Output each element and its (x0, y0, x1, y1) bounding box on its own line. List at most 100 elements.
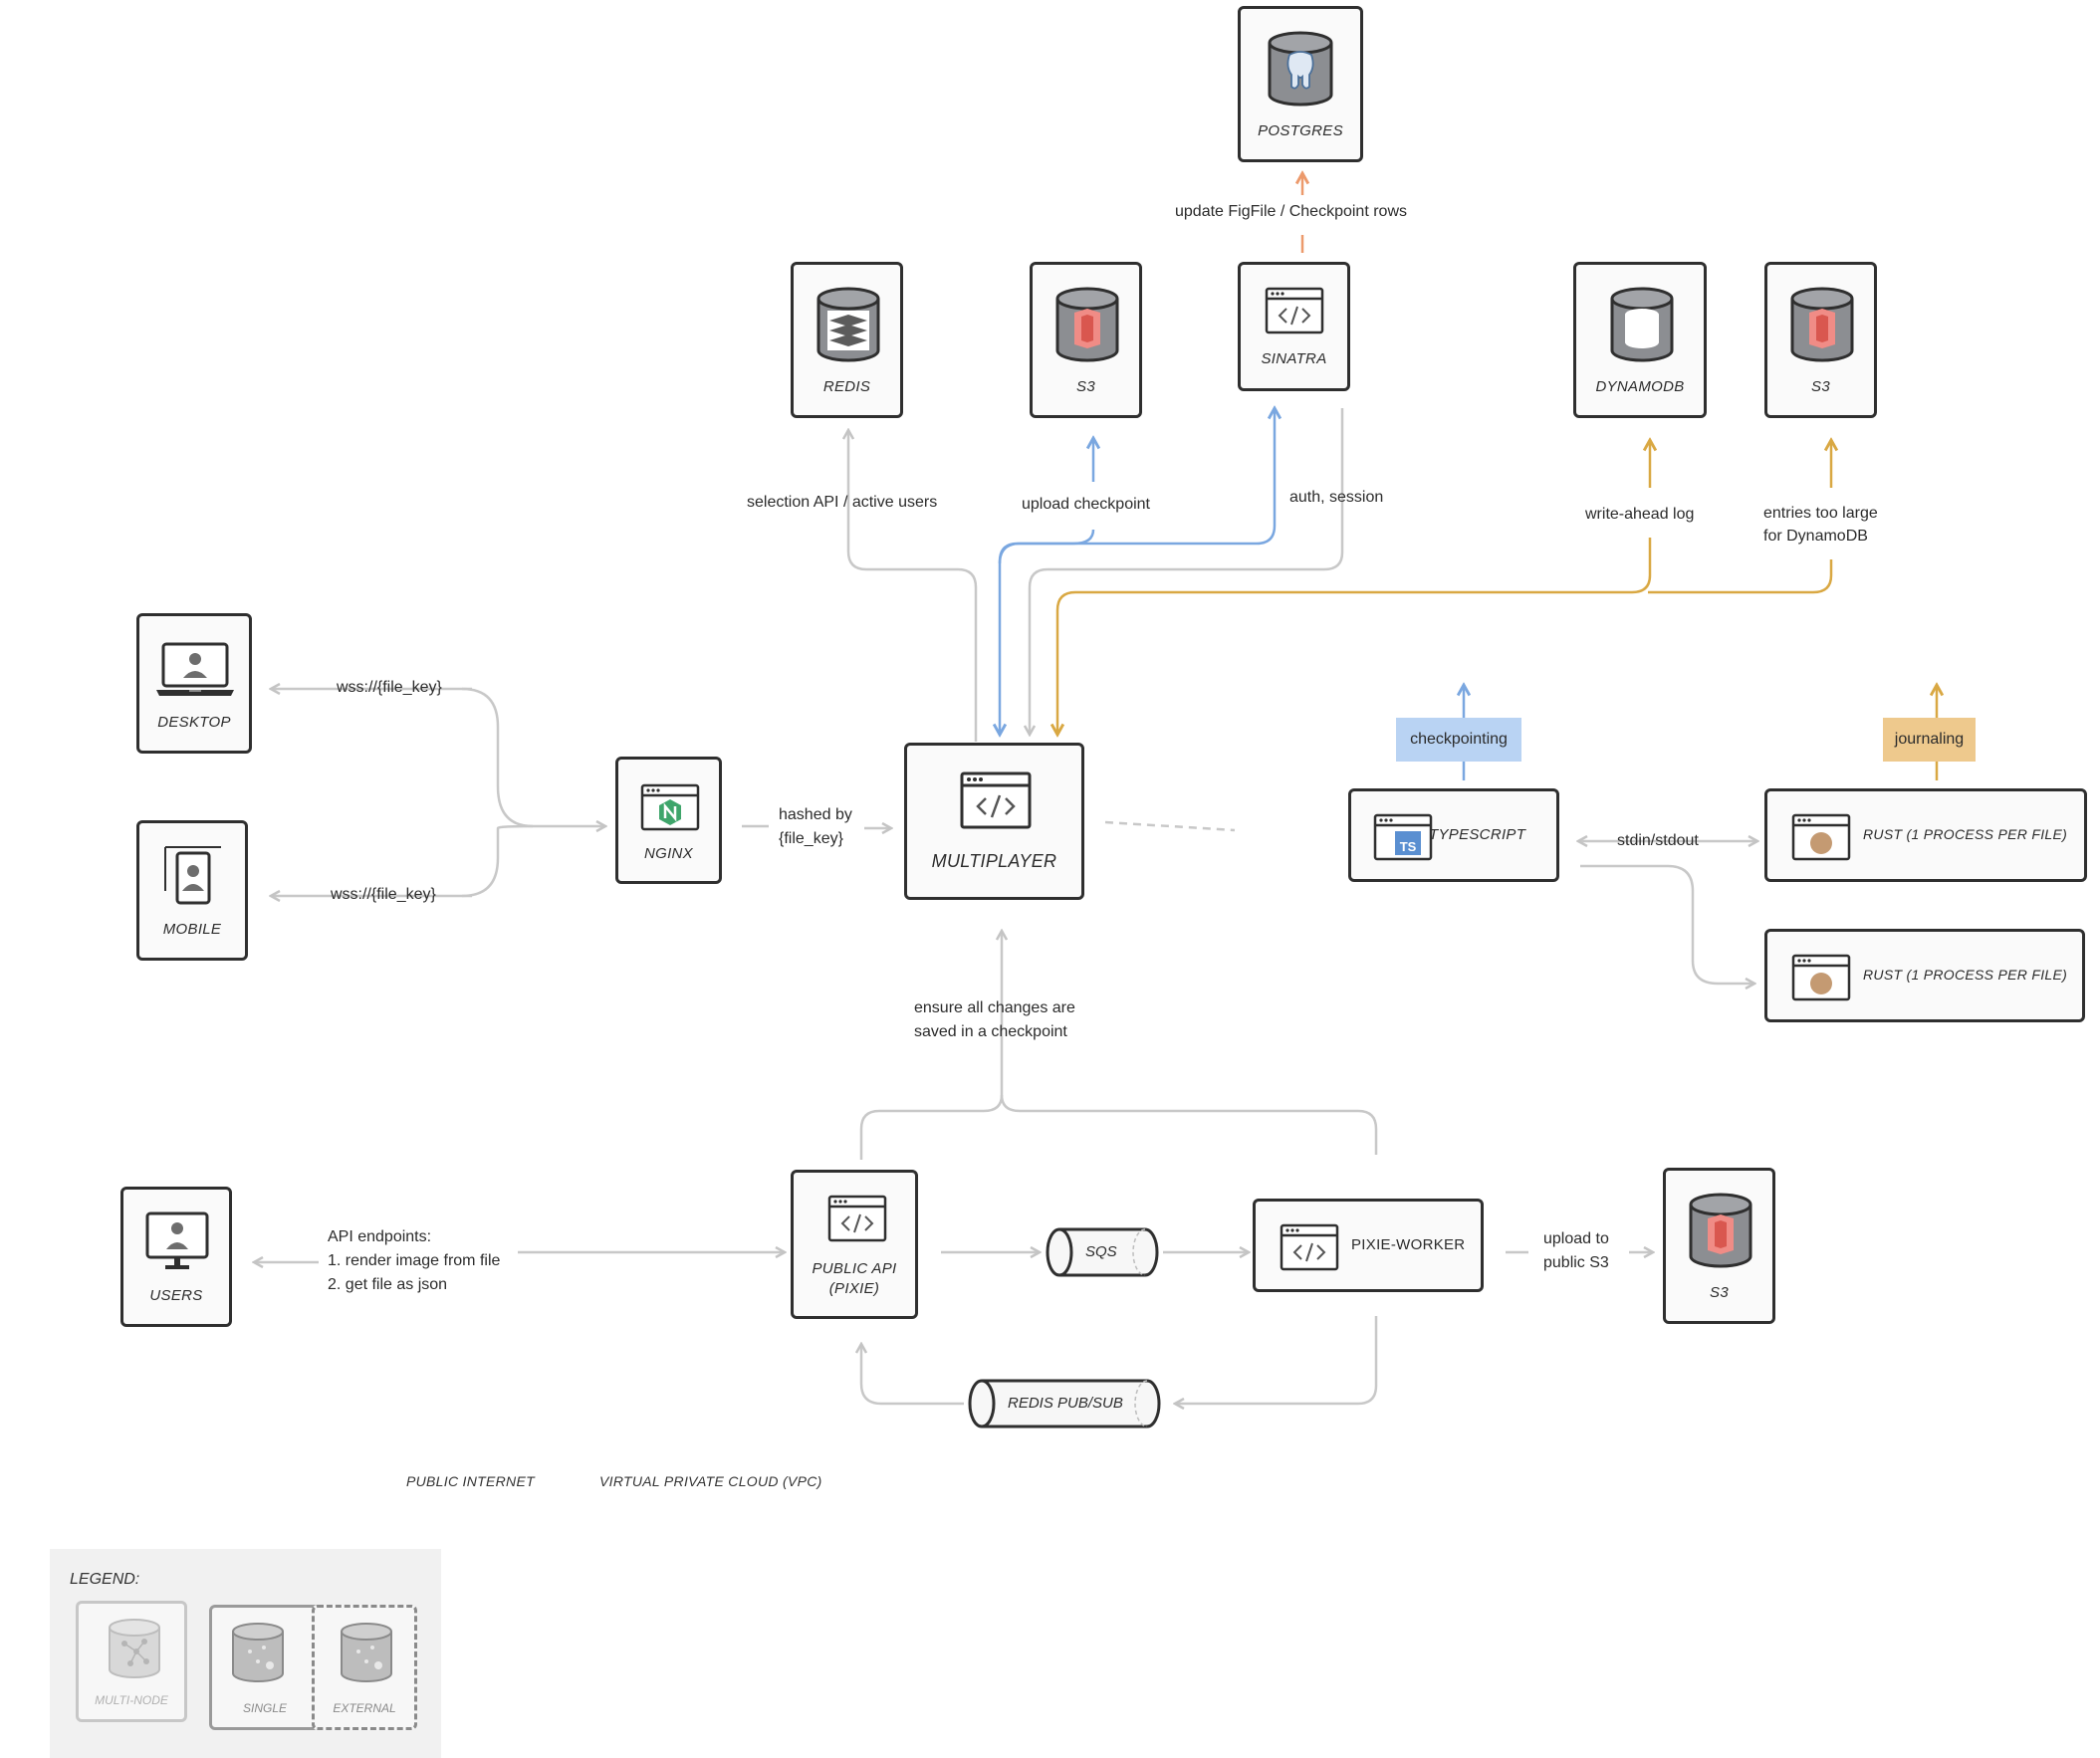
label-entries-1: entries too large (1763, 505, 1878, 522)
dynamodb-node[interactable]: DYNAMODB (1573, 262, 1707, 418)
s3-bucket-icon (1689, 1193, 1752, 1268)
desktop-node[interactable]: DESKTOP (136, 613, 252, 754)
legend: LEGEND: MULTI-NODE SINGLE EXTERNAL (50, 1549, 441, 1758)
label-ensure-1: ensure all changes are (914, 999, 1075, 1016)
s3-public-label: S3 (1710, 1284, 1729, 1301)
typescript-label: TYPESCRIPT (1429, 826, 1526, 843)
mobile-node[interactable]: MOBILE (136, 820, 248, 961)
label-api-3: 2. get file as json (328, 1276, 448, 1293)
s3-public-node[interactable]: S3 (1663, 1168, 1775, 1324)
edge-redis (848, 430, 978, 742)
label-hashed-2: {file_key} (779, 830, 843, 847)
label-api-1: API endpoints: (328, 1228, 432, 1245)
multiplayer-node[interactable]: MULTIPLAYER (904, 743, 1084, 900)
checkpointing-tag: checkpointing (1396, 718, 1521, 762)
postgres-node[interactable]: POSTGRES (1238, 6, 1363, 162)
redis-node[interactable]: REDIS (791, 262, 903, 418)
label-wss-desktop: wss://{file_key} (337, 679, 442, 696)
desktop-label: DESKTOP (157, 714, 231, 731)
public-api-label-1: PUBLIC API (812, 1260, 897, 1277)
public-api-label-2: (PIXIE) (828, 1280, 880, 1297)
public-api-node[interactable]: PUBLIC API (PIXIE) (791, 1170, 918, 1319)
redis-pubsub-cylinder (968, 1379, 1161, 1428)
edge-mp-ts-dashed (1104, 820, 1236, 832)
legend-external-label: EXTERNAL (333, 1701, 396, 1715)
edge-ts-rust2 (1580, 864, 1754, 984)
s3-journal-label: S3 (1811, 378, 1830, 395)
zone-public-internet: PUBLIC INTERNET (406, 1473, 535, 1489)
edge-clients-nginx (461, 687, 605, 826)
redis-pubsub-label[interactable]: REDIS PUB/SUB (1008, 1395, 1123, 1412)
nginx-label: NGINX (643, 845, 693, 862)
label-entries-2: for DynamoDB (1763, 528, 1868, 545)
multiplayer-label: MULTIPLAYER (931, 851, 1057, 871)
dynamodb-label: DYNAMODB (1595, 378, 1685, 395)
s3-bucket-icon (1790, 287, 1854, 362)
mobile-label: MOBILE (162, 921, 222, 938)
label-write-ahead: write-ahead log (1585, 506, 1695, 523)
edge-auth-session (1030, 408, 1344, 735)
label-selection-api: selection API / active users (747, 494, 938, 511)
legend-multi-node-label: MULTI-NODE (95, 1693, 168, 1707)
users-label: USERS (149, 1287, 203, 1304)
label-wss-mobile: wss://{file_key} (331, 886, 436, 903)
s3-checkpoint-node[interactable]: S3 (1030, 262, 1142, 418)
code-window-icon (1265, 287, 1324, 334)
svg-text:TS: TS (1400, 839, 1417, 854)
gray-connectors (254, 408, 1757, 1404)
edge-sinatra-blue (998, 408, 1275, 564)
label-upload-public-1: upload to (1543, 1230, 1609, 1247)
s3-journal-node[interactable]: S3 (1764, 262, 1877, 418)
pixie-worker-node[interactable]: PIXIE-WORKER (1253, 1199, 1484, 1292)
dynamodb-db-icon (1610, 287, 1674, 362)
postgres-label: POSTGRES (1258, 122, 1343, 139)
rust-icon (1791, 954, 1851, 1001)
sqs-cylinder (1046, 1227, 1159, 1277)
zone-vpc: VIRTUAL PRIVATE CLOUD (VPC) (599, 1473, 822, 1489)
monitor-icon (145, 1211, 209, 1269)
gold-connectors (1057, 440, 1937, 780)
label-hashed-1: hashed by (779, 806, 852, 823)
rust-icon (1791, 813, 1851, 861)
label-upload-public-2: public S3 (1543, 1254, 1609, 1271)
code-window-icon (960, 771, 1032, 829)
sinatra-label: SINATRA (1261, 350, 1327, 367)
journaling-tag: journaling (1883, 718, 1976, 762)
postgres-db-icon (1268, 31, 1333, 107)
external-db-icon (341, 1623, 392, 1682)
edge-worker-pubsub (1175, 1316, 1378, 1404)
edge-write-ahead (1057, 538, 1652, 735)
typescript-icon: TS (1373, 813, 1433, 861)
label-stdin-stdout: stdin/stdout (1617, 832, 1699, 849)
sinatra-node[interactable]: SINATRA (1238, 262, 1350, 391)
legend-multi-node: MULTI-NODE (76, 1601, 187, 1722)
tablet-icon (164, 846, 221, 905)
single-db-icon (232, 1623, 284, 1682)
label-api-2: 1. render image from file (328, 1252, 501, 1269)
multi-node-db-icon (109, 1619, 160, 1678)
nginx-node[interactable]: NGINX (615, 757, 722, 884)
redis-db-icon (817, 287, 880, 362)
users-node[interactable]: USERS (120, 1187, 232, 1327)
rust-process-node-1[interactable]: RUST (1 PROCESS PER FILE) (1764, 788, 2087, 882)
redis-label: REDIS (822, 378, 871, 395)
legend-single-label: SINGLE (242, 1701, 287, 1715)
pixie-worker-label: PIXIE-WORKER (1351, 1236, 1466, 1253)
laptop-icon (156, 642, 234, 696)
s3-bucket-icon (1055, 287, 1119, 362)
sqs-label[interactable]: SQS (1085, 1243, 1117, 1260)
label-upload-checkpoint: upload checkpoint (1022, 496, 1150, 513)
blue-connectors (1000, 408, 1464, 780)
label-update-rows: update FigFile / Checkpoint rows (1175, 203, 1407, 220)
rust-process-node-2[interactable]: RUST (1 PROCESS PER FILE) (1764, 929, 2085, 1022)
nginx-icon (640, 783, 700, 831)
label-ensure-2: saved in a checkpoint (914, 1023, 1067, 1040)
legend-title: LEGEND: (70, 1571, 140, 1588)
code-window-icon (827, 1195, 887, 1242)
rust-process-label-2: RUST (1 PROCESS PER FILE) (1863, 967, 2068, 983)
typescript-node[interactable]: TS TYPESCRIPT (1348, 788, 1559, 882)
s3-checkpoint-label: S3 (1076, 378, 1095, 395)
code-window-icon (1280, 1223, 1339, 1271)
label-auth-session: auth, session (1289, 489, 1384, 506)
